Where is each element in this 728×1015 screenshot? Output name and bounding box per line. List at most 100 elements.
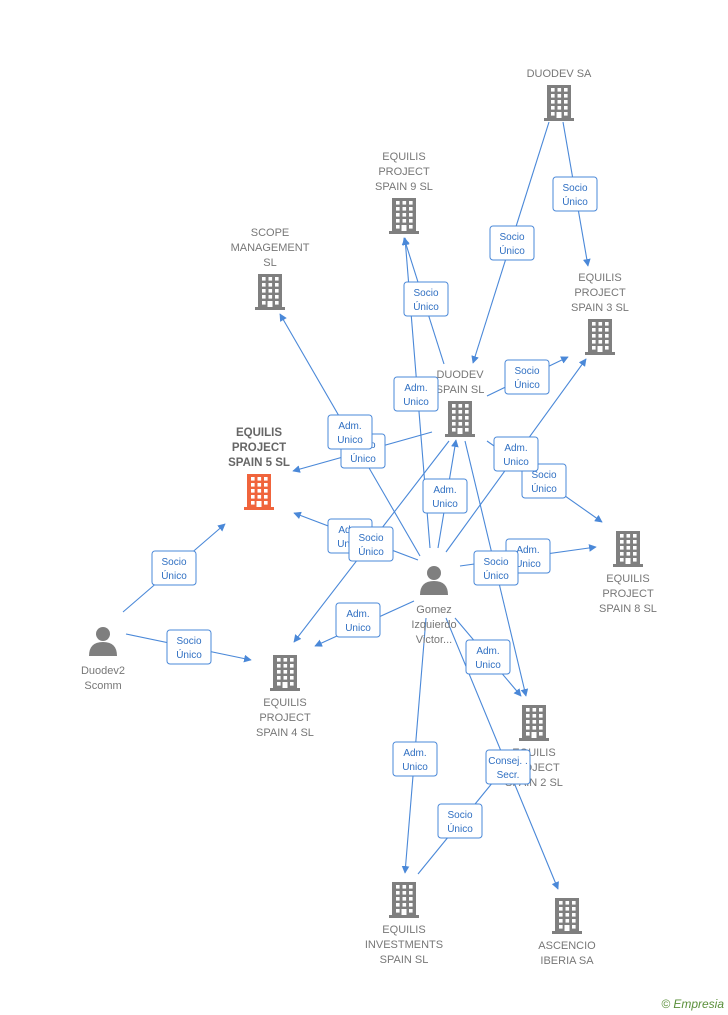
node-label: SPAIN 4 SL <box>256 727 314 739</box>
building-icon <box>389 882 419 918</box>
edge-label-box <box>166 629 212 665</box>
edge-label-text: Socio <box>562 183 587 194</box>
edge-label-e15[interactable]: Adm.Unico <box>335 602 381 638</box>
edge-label-text: Adm. <box>403 748 426 759</box>
brand-name: Empresia <box>673 997 724 1011</box>
edge-label-box <box>437 803 483 839</box>
node-label: PROJECT <box>378 166 430 178</box>
edge-label-e16[interactable]: Adm. Unico <box>465 639 511 675</box>
edge-label-box <box>552 176 598 212</box>
node-duodev_sa[interactable]: DUODEV SA <box>527 68 592 121</box>
node-label: Scomm <box>84 680 121 692</box>
building-icon <box>255 274 285 310</box>
edge-label-text: Único <box>350 452 376 465</box>
edge-label-e10[interactable]: Adm.Unico <box>493 436 539 472</box>
edge-label-e8[interactable]: Adm.Unico <box>327 414 373 450</box>
node-ascencio[interactable]: ASCENCIO IBERIA SA <box>538 898 596 967</box>
edge-label-text: Consej. . <box>488 756 527 767</box>
person-icon <box>420 566 448 595</box>
edge-label-text: Adm. <box>433 485 456 496</box>
node-label: PROJECT <box>232 442 286 454</box>
edge-label-box <box>473 550 519 586</box>
edge-label-box <box>465 639 511 675</box>
edge-label-text: Socio <box>176 636 201 647</box>
building-icon <box>552 898 582 934</box>
node-label: DUODEV SA <box>527 68 592 80</box>
edge-label-e18[interactable]: Consej. .Secr. <box>485 749 531 785</box>
edge-label-box <box>335 602 381 638</box>
edge-label-e9[interactable]: Adm. Unico <box>422 478 468 514</box>
edge-label-text: Unico <box>432 499 458 510</box>
node-label: IBERIA SA <box>540 955 594 967</box>
node-label: SL <box>263 257 276 269</box>
building-icon <box>244 474 274 510</box>
node-label: PROJECT <box>259 712 311 724</box>
node-eq3[interactable]: EQUILIS PROJECT SPAIN 3 SL <box>571 272 629 355</box>
building-icon <box>389 198 419 234</box>
edge-label-text: Socio <box>514 366 539 377</box>
edge-label-box <box>392 741 438 777</box>
edge-label-box <box>504 359 550 395</box>
edge-label-e17[interactable]: Adm.Unico <box>392 741 438 777</box>
building-icon <box>585 319 615 355</box>
node-gomez[interactable]: GomezIzquierdoVictor... <box>411 566 457 646</box>
edge-label-text: Socio <box>531 470 556 481</box>
node-label: SPAIN 5 SL <box>228 457 290 469</box>
node-label: SPAIN 9 SL <box>375 181 433 193</box>
node-label: SPAIN 3 SL <box>571 302 629 314</box>
node-label: SPAIN SL <box>380 954 429 966</box>
edge-label-text: Único <box>499 244 525 257</box>
edge-label-text: Único <box>483 569 509 582</box>
edge-label-text: Único <box>161 569 187 582</box>
edge-label-text: Adm. <box>404 383 427 394</box>
edge-label-text: Único <box>514 378 540 391</box>
edge-label-box <box>493 436 539 472</box>
node-label: PROJECT <box>574 287 626 299</box>
edge-label-text: Unico <box>337 435 363 446</box>
edge-label-text: Socio <box>447 810 472 821</box>
edge-label-box <box>521 463 567 499</box>
building-icon <box>544 85 574 121</box>
edge-label-box <box>348 526 394 562</box>
edge-label-box <box>403 281 449 317</box>
edge-label-text: Adm. <box>476 646 499 657</box>
edge-label-text: Único <box>447 822 473 835</box>
edge-label-text: Unico <box>475 660 501 671</box>
edge-label-box <box>422 478 468 514</box>
node-label: ASCENCIO <box>538 940 596 952</box>
node-label: Victor... <box>416 634 452 646</box>
edge-label-box <box>489 225 535 261</box>
node-label: SPAIN SL <box>436 384 485 396</box>
edge-label-e7[interactable]: Adm. Unico <box>393 376 439 412</box>
edge-label-text: Unico <box>345 623 371 634</box>
node-label: Gomez <box>416 604 451 616</box>
edge-label-text: Único <box>176 648 202 661</box>
edge-label-box <box>151 550 197 586</box>
node-label: EQUILIS <box>578 272 621 284</box>
edge-label-text: Socio <box>413 288 438 299</box>
empresia-brand[interactable]: ©Empresia <box>661 997 724 1011</box>
edge-label-text: Unico <box>503 457 529 468</box>
edge-label-text: Unico <box>403 397 429 408</box>
building-icon <box>613 531 643 567</box>
edge-label-box <box>485 749 531 785</box>
